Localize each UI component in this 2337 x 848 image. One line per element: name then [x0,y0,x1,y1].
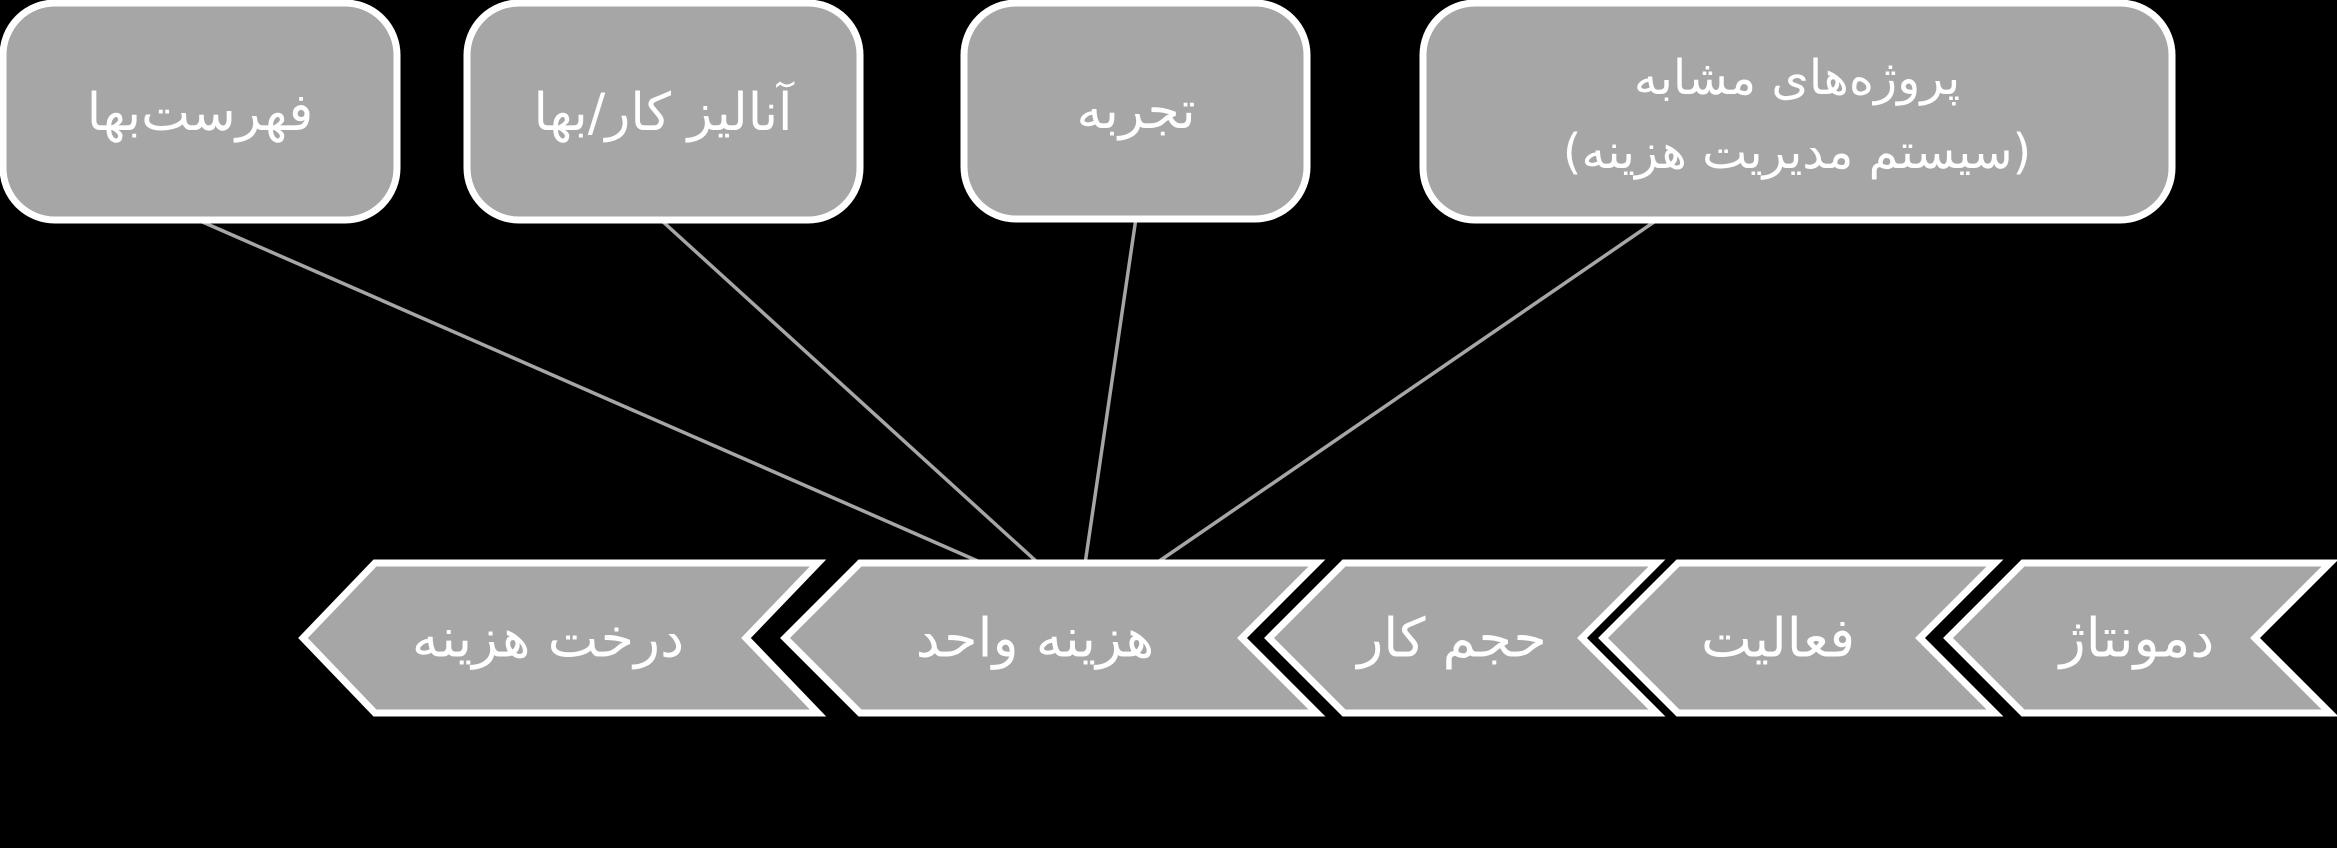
source-box-similar-projects [1419,0,2176,224]
source-box-price-list [0,0,401,224]
source-box-similar-projects-label-line2: (سیستم مدیریت هزینه) [1563,124,2032,180]
connector-line-1 [197,218,981,564]
step-chevron-dismantling [1943,559,2337,717]
step-chevron-dismantling-label: دمونتاژ [2057,607,2215,670]
step-chevron-unit-cost-label: هزینه واحد [916,607,1155,670]
source-box-work-price-analysis [463,0,864,224]
step-chevron-activity-label: فعالیت [1701,607,1855,670]
step-chevron-activity [1598,559,2004,717]
step-chevron-work-volume [1264,559,1666,717]
connector-line-4 [1154,218,1658,566]
source-box-work-price-analysis-label: آنالیز کار/بها [533,80,795,143]
step-chevron-work-volume-label: حجم کار [1354,607,1547,670]
step-chevron-cost-tree-label: درخت هزینه [412,607,684,670]
step-chevron-cost-tree [298,559,827,717]
source-box-experience [960,0,1311,223]
source-box-price-list-label: فهرست‌بها [87,83,313,143]
connector-line-2 [659,218,1039,564]
step-chevron-unit-cost [780,559,1326,717]
source-box-similar-projects-label-line1: پروژه‌های مشابه [1634,50,1960,106]
source-box-experience-label: تجربه [1076,81,1195,141]
connector-line-3 [1083,217,1138,565]
